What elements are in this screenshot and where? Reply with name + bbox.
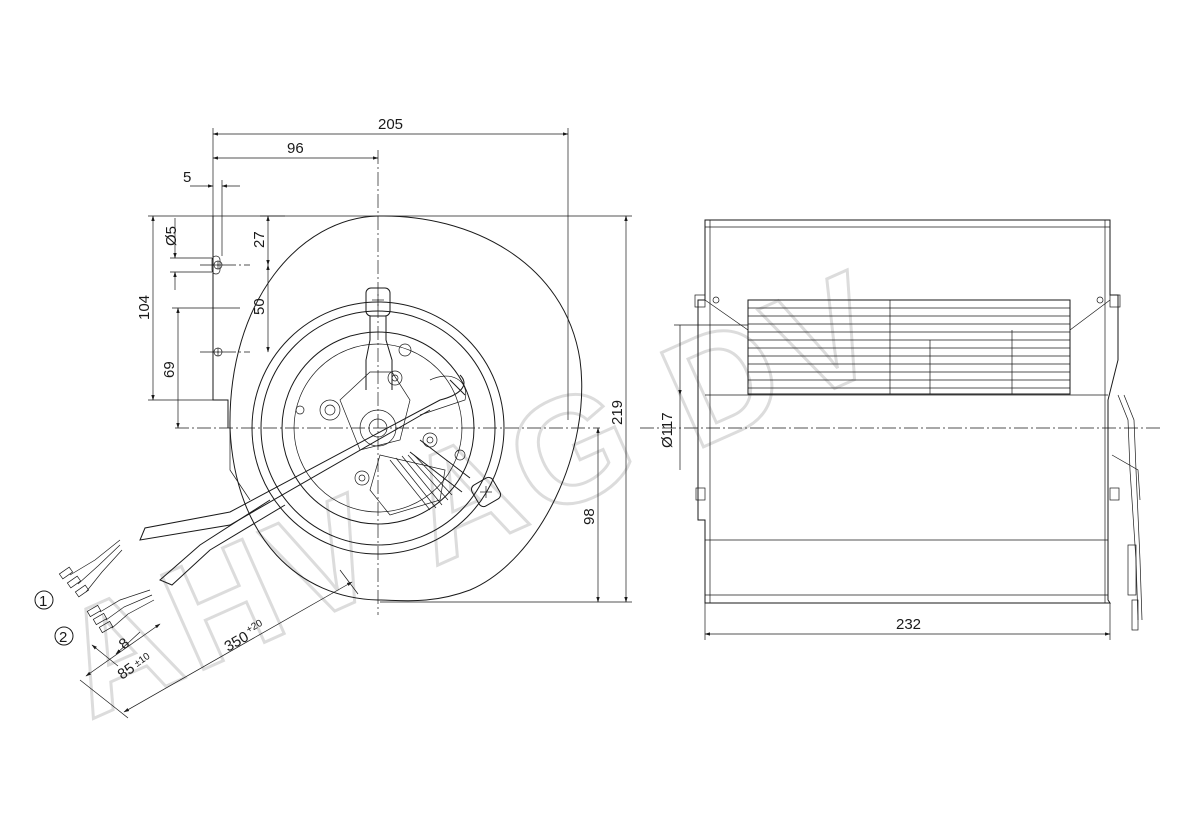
callout-1: 1: [39, 593, 47, 610]
dim-27: 27: [251, 231, 268, 248]
dim-219: 219: [609, 400, 626, 425]
dim-232: 232: [896, 616, 921, 633]
impeller-blades: [748, 300, 1070, 394]
dim-69: 69: [161, 361, 178, 378]
callout-2-circle: [54, 626, 74, 646]
dim-hole-dia: Ø5: [163, 226, 180, 246]
side-cable: [1111, 394, 1143, 631]
callout-1-circle: [34, 590, 54, 610]
dim-96: 96: [287, 140, 304, 157]
watermark: AHV AG DV: [35, 237, 909, 749]
dim-205: 205: [378, 116, 403, 133]
right-bracket: [409, 439, 502, 508]
callout-2: 2: [59, 629, 67, 646]
dim-104: 104: [136, 295, 153, 320]
dim-98: 98: [581, 508, 598, 525]
side-view: Ø117 232: [640, 219, 1160, 640]
mounting-holes: [211, 255, 223, 357]
dim-inlet-dia: Ø117: [659, 412, 676, 448]
dim-5: 5: [183, 169, 191, 186]
dim-50: 50: [251, 298, 268, 315]
impeller: [747, 299, 1071, 395]
wire-set-1: [58, 539, 123, 598]
top-bracket: [365, 287, 393, 390]
